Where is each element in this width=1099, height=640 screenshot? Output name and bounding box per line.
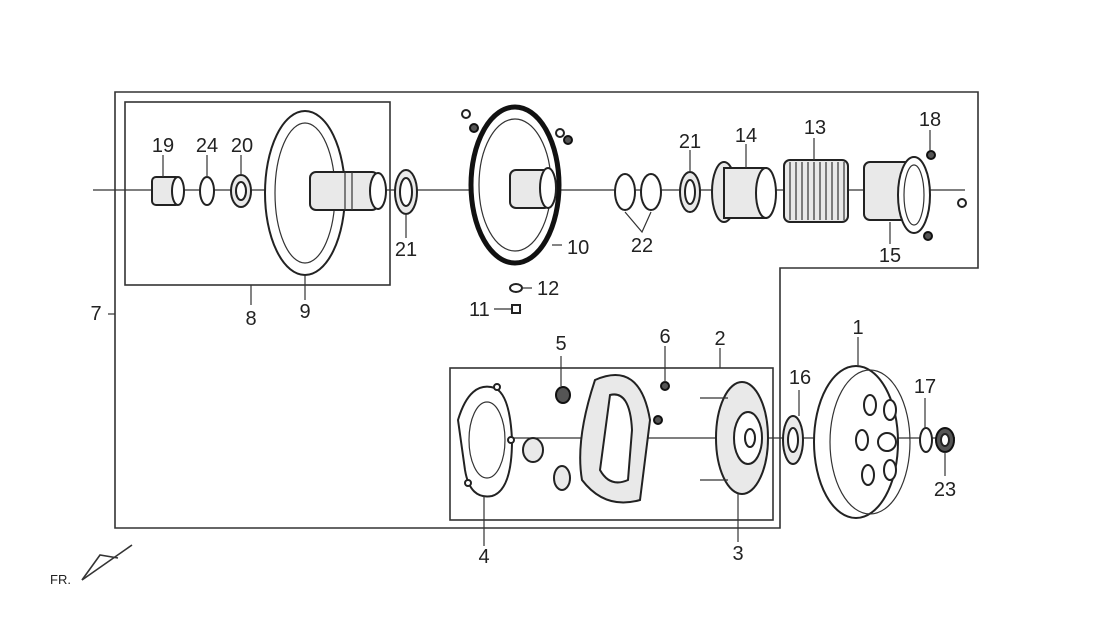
clutch-springs — [522, 386, 571, 491]
label-part-14: 14 — [735, 125, 757, 147]
part-21-seal-left — [394, 169, 418, 215]
label-part-21-left: 21 — [395, 239, 417, 261]
part-4-clutch-plate — [456, 383, 515, 498]
part-20-bearing — [230, 174, 252, 208]
label-part-16: 16 — [789, 367, 811, 389]
part-12-slider — [509, 283, 523, 293]
part-2-drive-plate — [700, 381, 769, 495]
label-part-23: 23 — [934, 479, 956, 501]
part-18-nut-a — [926, 150, 936, 160]
label-part-11: 11 — [469, 299, 490, 321]
part-14-collar — [711, 161, 777, 223]
part-11-pin — [511, 304, 521, 314]
part-15-spring-seat — [863, 156, 931, 234]
part-16-washer — [782, 415, 804, 465]
part-17-washer — [919, 427, 933, 453]
part-10-movable-face — [461, 104, 573, 266]
label-part-12: 12 — [537, 278, 559, 300]
label-part-20: 20 — [231, 135, 253, 157]
subassembly-2-box — [449, 367, 774, 521]
assembly-7-frame — [114, 91, 979, 529]
label-part-18: 18 — [919, 109, 941, 131]
part-22-oring-a — [614, 173, 636, 211]
label-part-17: 17 — [914, 376, 936, 398]
label-part-15: 15 — [879, 245, 901, 267]
part-1-clutch-drum — [813, 365, 911, 519]
clutch-shoes — [579, 374, 670, 504]
part-23-nut — [935, 427, 955, 453]
label-part-4: 4 — [478, 546, 489, 568]
label-part-19: 19 — [152, 135, 174, 157]
part-22-oring-b — [640, 173, 662, 211]
front-direction-arrow-icon — [81, 544, 133, 581]
part-18-nut-b — [923, 231, 933, 241]
label-part-22: 22 — [631, 235, 653, 257]
part-18-nut-c — [957, 198, 967, 208]
label-part-13: 13 — [804, 117, 826, 139]
label-part-9: 9 — [299, 301, 310, 323]
part-21-seal-right — [679, 171, 701, 213]
subassembly-8-box — [124, 101, 391, 286]
part-24-ring — [199, 176, 215, 206]
part-19-needle-bearing — [151, 176, 185, 206]
label-part-10: 10 — [567, 237, 589, 259]
label-part-7: 7 — [90, 303, 101, 325]
part-13-spring — [783, 159, 849, 223]
label-part-8: 8 — [245, 308, 256, 330]
label-part-1: 1 — [852, 317, 863, 339]
label-part-3: 3 — [732, 543, 743, 565]
label-part-5: 5 — [555, 333, 566, 355]
label-part-21-right: 21 — [679, 131, 701, 153]
label-part-6: 6 — [659, 326, 670, 348]
leader-lines — [108, 130, 946, 546]
label-part-24: 24 — [196, 135, 218, 157]
part-9-drive-face — [264, 110, 387, 276]
front-direction-label: FR. — [50, 572, 71, 587]
label-part-2: 2 — [714, 328, 725, 350]
